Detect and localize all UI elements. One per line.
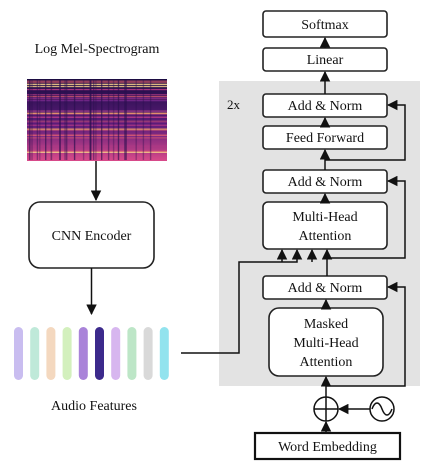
audio-feature-vector bbox=[159, 327, 169, 380]
audio-feature-vector bbox=[111, 327, 121, 380]
residual-bottom bbox=[326, 281, 406, 387]
masked-attention-line2: Multi-Head bbox=[293, 336, 358, 351]
audio-feature-vector bbox=[30, 327, 40, 380]
audio-features bbox=[14, 327, 169, 380]
audio-feature-vector bbox=[14, 327, 23, 380]
add-norm-top-label: Add & Norm bbox=[288, 99, 363, 114]
spectrogram-image bbox=[27, 79, 167, 161]
add-norm-bottom-label: Add & Norm bbox=[288, 281, 363, 296]
audio-features-label: Audio Features bbox=[51, 399, 137, 414]
add-norm-middle-label: Add & Norm bbox=[288, 175, 363, 190]
audio-feature-vector bbox=[95, 327, 104, 380]
masked-attention-line3: Attention bbox=[300, 355, 353, 370]
word-embedding-box bbox=[253, 431, 402, 461]
audio-feature-vector bbox=[143, 327, 153, 380]
word-embedding-label: Word Embedding bbox=[278, 440, 377, 455]
residual-top bbox=[325, 99, 406, 161]
feed-forward-label: Feed Forward bbox=[286, 131, 364, 146]
features-to-attention-line bbox=[181, 248, 303, 354]
multi-head-attention-line2: Attention bbox=[299, 229, 352, 244]
linear-label: Linear bbox=[307, 53, 344, 68]
audio-feature-vector bbox=[127, 327, 137, 380]
audio-feature-vector bbox=[46, 327, 56, 380]
repeat-label: 2x bbox=[227, 97, 241, 112]
cnn-encoder-label: CNN Encoder bbox=[52, 229, 132, 244]
spectrogram-label: Log Mel-Spectrogram bbox=[35, 42, 160, 57]
sine-wave-curve bbox=[371, 402, 393, 416]
masked-attention-line1: Masked bbox=[304, 317, 348, 332]
residual-middle bbox=[325, 175, 406, 259]
multi-head-attention-line1: Multi-Head bbox=[292, 210, 357, 225]
audio-feature-vector bbox=[62, 327, 72, 380]
softmax-label: Softmax bbox=[301, 18, 348, 33]
audio-feature-vector bbox=[78, 327, 88, 380]
